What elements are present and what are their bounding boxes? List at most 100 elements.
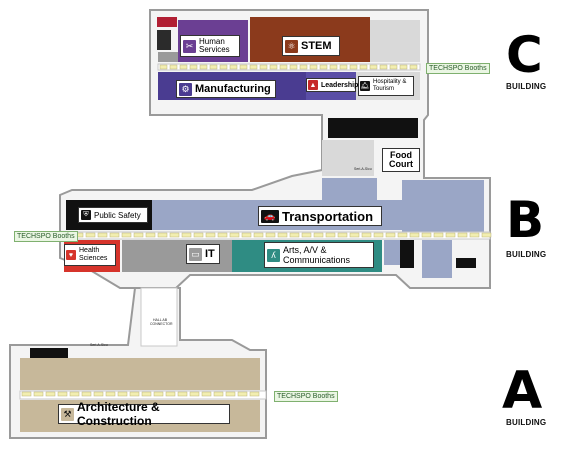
- corridor-c: [157, 63, 421, 71]
- techspo-booth: [385, 232, 396, 238]
- room: [402, 180, 484, 232]
- techspo-booth: [349, 232, 360, 238]
- food-court-card[interactable]: Food Court: [382, 148, 420, 172]
- techspo-booth: [199, 64, 208, 70]
- room: [328, 118, 418, 138]
- techspo-booth: [81, 391, 92, 397]
- techspo-booth: [369, 64, 378, 70]
- techspo-booth: [313, 232, 324, 238]
- techspo-booth: [337, 232, 348, 238]
- building-c-letter: C: [506, 26, 543, 84]
- manufacturing-card[interactable]: ⚙ Manufacturing: [176, 80, 276, 98]
- techspo-booth: [325, 232, 336, 238]
- techspo-booth: [269, 64, 278, 70]
- techspo-booth: [329, 64, 338, 70]
- techspo-booth: [299, 64, 308, 70]
- techspo-booth: [141, 391, 152, 397]
- arts-card[interactable]: ʎ Arts, A/V & Communications: [264, 242, 374, 268]
- building-b-word: BUILDING: [506, 250, 547, 259]
- architecture-card[interactable]: ⚒ Architecture & Construction: [58, 400, 230, 428]
- leadership-label: Leadership: [321, 81, 359, 89]
- techspo-booth: [93, 391, 104, 397]
- health-sciences-card[interactable]: ♥ Health Sciences: [64, 244, 116, 266]
- techspo-booth: [181, 232, 192, 238]
- building-b-letter: B: [506, 191, 545, 249]
- room: [456, 258, 476, 268]
- techspo-booth: [277, 232, 288, 238]
- room: [30, 348, 68, 358]
- techspo-booths-label-c: TECHSPO Booths: [426, 63, 490, 74]
- techspo-booth: [237, 391, 248, 397]
- food-court-label: Food Court: [389, 150, 413, 169]
- human-services-card[interactable]: ✂ Human Services: [180, 35, 240, 57]
- seri-a-sicu-a: Seri-A-Sicu: [90, 343, 108, 347]
- computer-icon: ▭: [189, 247, 202, 261]
- hospitality-card[interactable]: 🛎 Hospitality & Tourism: [358, 76, 414, 96]
- transportation-card[interactable]: 🚗 Transportation: [258, 206, 382, 226]
- techspo-booth: [481, 232, 492, 238]
- techspo-booth: [445, 232, 456, 238]
- techspo-booth: [241, 232, 252, 238]
- broadcast-tower-icon: ʎ: [267, 248, 280, 262]
- health-sciences-label: Health Sciences: [79, 247, 108, 262]
- techspo-booth: [159, 64, 168, 70]
- shield-icon: ⛨: [81, 210, 91, 220]
- techspo-booth: [97, 232, 108, 238]
- techspo-booth: [165, 391, 176, 397]
- architecture-label: Architecture & Construction: [77, 400, 160, 428]
- techspo-booths-label-a: TECHSPO Booths: [274, 391, 338, 402]
- techspo-booth: [189, 64, 198, 70]
- techspo-booth: [133, 232, 144, 238]
- techspo-booth: [309, 64, 318, 70]
- techspo-booth: [153, 391, 164, 397]
- techspo-booth: [57, 391, 68, 397]
- hall-ab-connector: [140, 287, 178, 347]
- techspo-booth: [457, 232, 468, 238]
- techspo-booth: [145, 232, 156, 238]
- techspo-booth: [229, 64, 238, 70]
- techspo-booth: [433, 232, 444, 238]
- techspo-booth: [193, 232, 204, 238]
- it-card[interactable]: ▭ IT: [186, 244, 220, 264]
- building-a-letter: A: [502, 361, 543, 421]
- techspo-booth: [189, 391, 200, 397]
- techspo-booth: [265, 232, 276, 238]
- techspo-booth: [179, 64, 188, 70]
- techspo-booths-label-b: TECHSPO Booths: [14, 231, 78, 242]
- techspo-booth: [289, 64, 298, 70]
- techspo-booth: [279, 64, 288, 70]
- techspo-booth: [399, 64, 408, 70]
- room: [157, 17, 177, 27]
- public-safety-label: Public Safety: [94, 210, 141, 220]
- room: [157, 30, 171, 50]
- techspo-booth: [249, 391, 260, 397]
- gear-icon: ⚙: [179, 82, 192, 96]
- techspo-booth: [121, 232, 132, 238]
- techspo-booth: [359, 64, 368, 70]
- building-a-word: BUILDING: [506, 418, 547, 427]
- techspo-booth: [253, 232, 264, 238]
- human-services-label: Human Services: [199, 37, 230, 54]
- techspo-booth: [117, 391, 128, 397]
- stem-label: STEM: [301, 40, 332, 52]
- techspo-booth: [289, 232, 300, 238]
- room: [422, 240, 452, 278]
- bell-icon: 🛎: [360, 81, 370, 91]
- techspo-booth: [349, 64, 358, 70]
- architecture-zone-top: [20, 358, 260, 390]
- techspo-booth: [33, 391, 44, 397]
- leadership-card[interactable]: ▲ Leadership: [306, 78, 359, 92]
- room: [122, 240, 182, 272]
- techspo-booth: [85, 232, 96, 238]
- techspo-booth: [389, 64, 398, 70]
- room: [400, 240, 414, 268]
- techspo-booth: [177, 391, 188, 397]
- building-c-word: BUILDING: [506, 82, 547, 91]
- hall-ab-connector-label: HALL AB CONNECTOR: [150, 318, 173, 326]
- public-safety-card[interactable]: ⛨ Public Safety: [78, 207, 148, 223]
- room: [322, 178, 377, 200]
- techspo-booth: [209, 64, 218, 70]
- stem-card[interactable]: ⚛ STEM: [282, 36, 340, 56]
- techspo-booth: [225, 391, 236, 397]
- techspo-booth: [213, 391, 224, 397]
